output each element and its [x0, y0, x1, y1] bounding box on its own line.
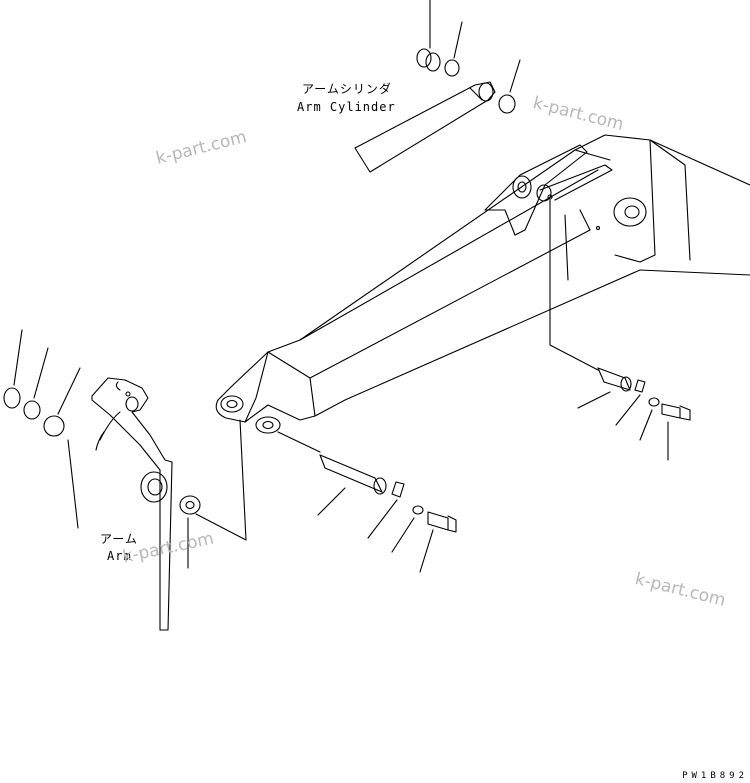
arm-label-en: Arm [107, 549, 132, 563]
drawing-code: PW1B892 [682, 771, 748, 781]
arm-joint-leader [179, 419, 247, 569]
arm-cylinder-label-jp: アームシリンダ [302, 82, 392, 96]
top-washers [416, 0, 521, 114]
upper-pin-assembly [549, 199, 691, 461]
arm-cylinder-label-en: Arm Cylinder [297, 100, 396, 114]
cylinder-bracket [484, 144, 613, 236]
arm-label-jp: アーム [100, 532, 138, 546]
arm-body [215, 134, 750, 434]
arm-cylinder-rod [354, 81, 496, 173]
lower-pin-assembly [277, 431, 457, 573]
left-arm-link [3, 329, 173, 631]
